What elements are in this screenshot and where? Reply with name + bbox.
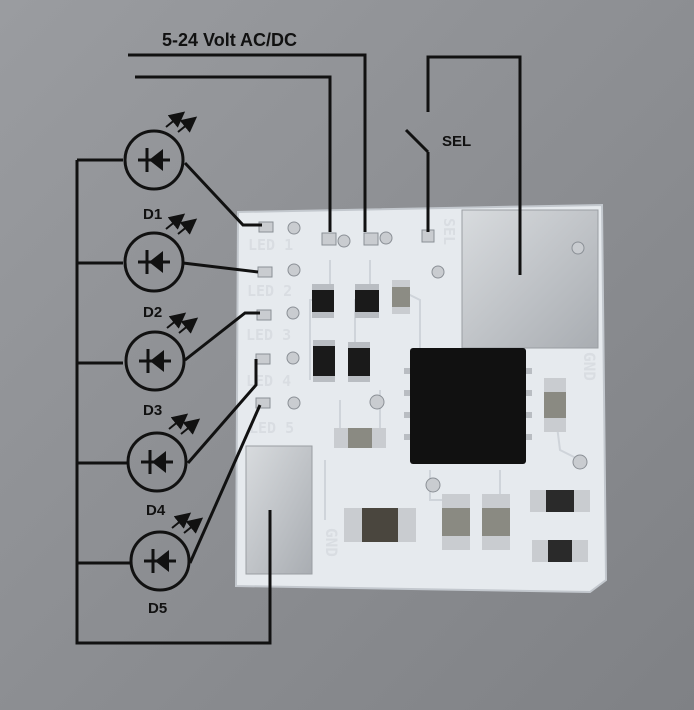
gnd-pad-bottom <box>245 445 313 575</box>
silk-gnd-bottom: GND <box>322 528 341 557</box>
switch-wire-top <box>426 55 522 275</box>
led-symbol-icon <box>124 312 199 392</box>
supply-wire-1 <box>135 75 332 232</box>
silk-led-5: LED 5 <box>249 419 294 437</box>
silk-led-3: LED 3 <box>246 326 291 344</box>
led-symbol-icon <box>126 413 201 493</box>
gnd-pad-right <box>461 209 599 349</box>
led-label-d5: D5 <box>148 600 167 617</box>
ground-return-wire <box>75 160 272 645</box>
wires <box>75 53 522 645</box>
led-symbol-icon <box>123 213 198 293</box>
led-label-d2: D2 <box>143 304 162 321</box>
led-symbols <box>123 111 204 592</box>
switch-label: SEL <box>442 133 471 150</box>
led-symbol-icon <box>123 111 198 191</box>
led-label-d3: D3 <box>143 402 162 419</box>
input-pads <box>321 229 445 279</box>
supply-wire-2 <box>128 53 367 232</box>
led-label-d1: D1 <box>143 206 162 223</box>
silk-led-1: LED 1 <box>248 236 293 254</box>
led-label-d4: D4 <box>146 502 166 519</box>
smd-components <box>312 280 590 562</box>
vias <box>369 241 588 493</box>
supply-voltage-label: 5-24 Volt AC/DC <box>162 30 297 50</box>
driver-ic-chip <box>404 348 532 464</box>
silk-led-2: LED 2 <box>247 282 292 300</box>
switch-icon <box>404 128 430 154</box>
pcb-board: LED 1 LED 2 LED 3 LED 4 LED 5 SEL GND GN… <box>234 203 608 594</box>
silk-sel: SEL <box>440 218 458 245</box>
led-pads <box>255 221 301 410</box>
led-symbol-icon <box>129 512 204 592</box>
silk-gnd-right: GND <box>580 352 599 381</box>
